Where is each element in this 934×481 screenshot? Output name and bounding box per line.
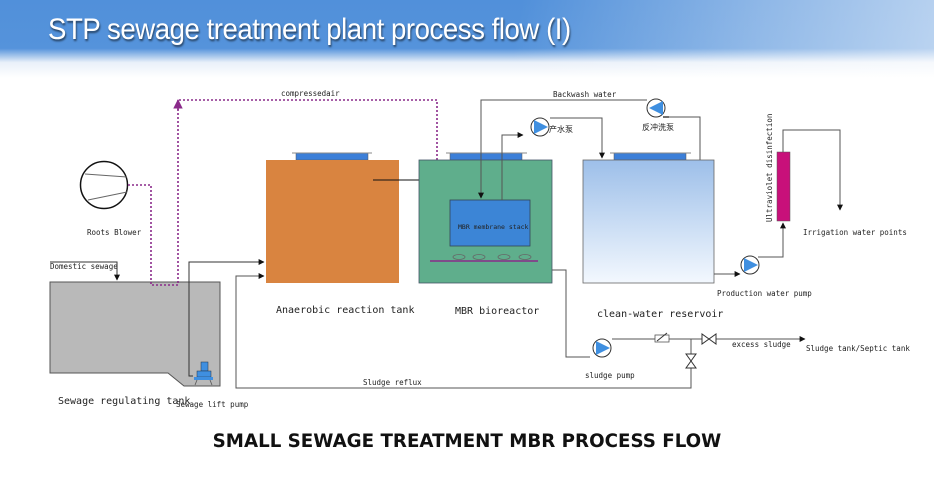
excess-sludge-valve-icon [701, 333, 717, 345]
mbr-bioreactor-label: MBR bioreactor [455, 306, 539, 317]
check-valve-icon [654, 332, 670, 343]
clean-water-reservoir [582, 152, 715, 284]
aeration-diffuser [430, 254, 538, 262]
page-title: STP sewage treatment plant process flow … [48, 13, 571, 46]
backwash-pump-icon [646, 98, 666, 118]
clean-water-reservoir-label: clean-water reservoir [597, 309, 723, 320]
roots-blower-icon [79, 160, 129, 210]
production-water-line [714, 129, 843, 277]
header-banner [0, 0, 934, 78]
sludge-reflux-label: Sludge reflux [363, 378, 422, 387]
backwash-pump-label: 反冲洗泵 [642, 122, 674, 132]
sewage-regulating-tank-label: Sewage regulating tank [58, 396, 190, 407]
compressed-air-label: compressedair [281, 89, 340, 98]
sludge-tank-label: Sludge tank/Septic tank [806, 344, 910, 353]
irrigation-points-label: Irrigation water points [803, 228, 907, 237]
membrane-suction-line [501, 117, 605, 200]
reflux-valve-icon [685, 353, 697, 369]
production-pump-cn-label: 产水泵 [549, 124, 573, 134]
compressed-air-line [128, 99, 442, 286]
sludge-pump-icon [592, 338, 612, 358]
anaerobic-reaction-tank [266, 152, 399, 283]
anaerobic-tank-label: Anaerobic reaction tank [276, 305, 414, 316]
lift-pump-discharge-line [188, 259, 265, 377]
roots-blower-label: Roots Blower [87, 228, 142, 237]
domestic-sewage-label: Domestic sewage [50, 262, 118, 271]
production-water-pump-label: Production water pump [717, 289, 812, 298]
diagram-caption: SMALL SEWAGE TREATMENT MBR PROCESS FLOW [212, 430, 722, 452]
sludge-line [235, 269, 806, 389]
uv-disinfection-unit [776, 151, 791, 222]
sewage-regulating-tank [49, 281, 221, 387]
domestic-sewage-line [50, 261, 120, 281]
backwash-water-label: Backwash water [553, 90, 617, 99]
sewage-lift-pump-label: Sewage lift pump [176, 400, 249, 409]
excess-sludge-label: excess sludge [732, 340, 791, 349]
production-pump-cn-icon [530, 117, 550, 137]
sewage-lift-pump-icon [194, 361, 213, 386]
uv-disinfection-label: Ultraviolet disinfection [765, 114, 774, 222]
production-water-pump-icon [740, 255, 760, 275]
sludge-pump-label: sludge pump [585, 371, 635, 380]
mbr-membrane-stack-label: MBR membrane stack [458, 223, 529, 231]
mbr-membrane-stack [449, 199, 531, 247]
